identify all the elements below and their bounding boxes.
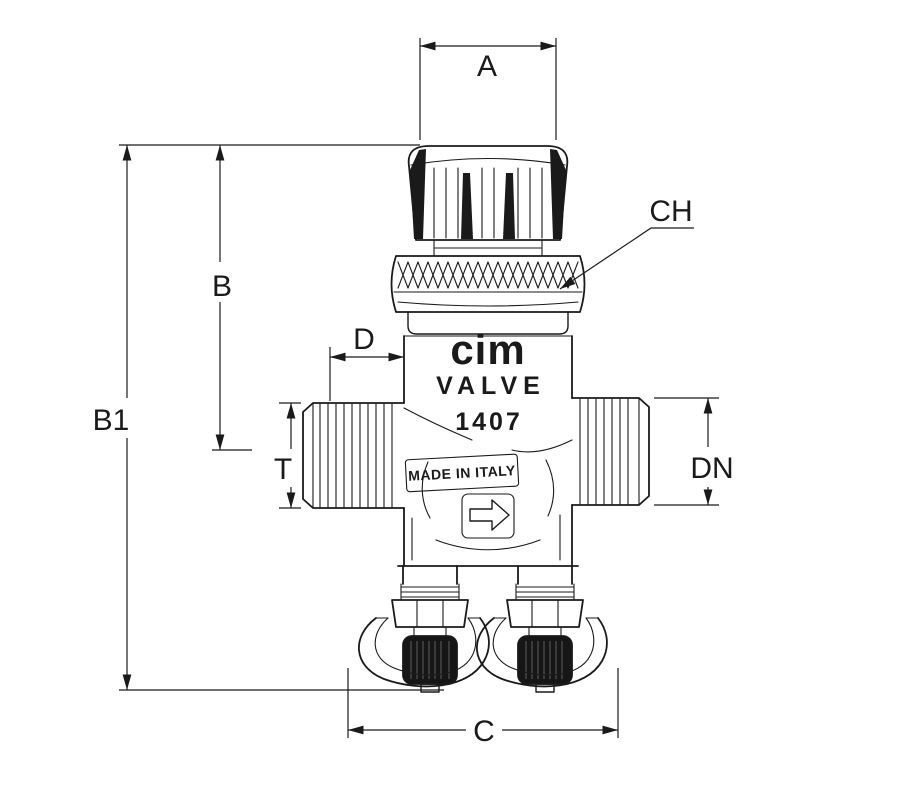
- ring-nut: [390, 255, 586, 313]
- left-outlet-thread: [400, 586, 460, 598]
- right-outlet-nut: [506, 599, 584, 628]
- dim-label-b: B: [212, 270, 232, 303]
- brand-logo-text: cim: [450, 326, 525, 373]
- knob-ribs: [433, 167, 543, 239]
- left-port-thread: [302, 402, 405, 509]
- left-thread-hatching: [319, 403, 393, 508]
- left-bail-handle: [358, 617, 490, 688]
- body-casting-lines: [403, 407, 573, 561]
- flow-direction-arrow-icon: [461, 493, 515, 539]
- valve-body: cim VALVE 1407 MADE IN ITALY: [397, 311, 579, 567]
- left-outlet-nut: [391, 599, 469, 628]
- right-outlet: [506, 565, 584, 693]
- origin-plate: MADE IN ITALY: [404, 453, 520, 493]
- dimension-t: T: [274, 402, 301, 509]
- right-port-thread: [571, 397, 650, 506]
- dimension-dn: DN: [654, 397, 734, 506]
- dim-label-b1: B1: [93, 404, 130, 437]
- dim-label-dn: DN: [690, 452, 733, 485]
- valve-drawing: cim VALVE 1407 MADE IN ITALY: [302, 145, 650, 693]
- right-thread-hatching: [579, 398, 629, 505]
- right-bail-handle: [476, 617, 608, 688]
- dimension-ch: CH: [559, 195, 694, 290]
- model-number-text: 1407: [455, 408, 523, 436]
- thermostatic-knob: [407, 145, 569, 257]
- dimension-b1: B1: [93, 144, 444, 691]
- dim-label-a: A: [477, 50, 497, 83]
- dimension-a: A: [419, 38, 557, 140]
- left-outlet: [391, 565, 469, 693]
- brand-series-text: VALVE: [436, 372, 546, 400]
- dim-label-ch: CH: [649, 195, 692, 228]
- right-cap-tab: [535, 683, 555, 693]
- origin-text: MADE IN ITALY: [408, 462, 516, 484]
- dimension-d: D: [329, 323, 404, 401]
- dim-label-t: T: [274, 453, 292, 486]
- left-cap-tab: [420, 683, 440, 693]
- left-drain-cap: [402, 635, 458, 693]
- dimension-annotations: A B B1 C D: [93, 38, 734, 748]
- knob-grip-shading: [410, 149, 566, 239]
- right-cap-knurl: [525, 641, 563, 679]
- right-drain-cap: [517, 635, 573, 693]
- dimension-c: C: [347, 668, 619, 748]
- dimension-b: B: [212, 145, 252, 451]
- dim-label-c: C: [473, 715, 495, 748]
- dim-label-d: D: [353, 323, 375, 356]
- right-outlet-thread: [515, 586, 575, 598]
